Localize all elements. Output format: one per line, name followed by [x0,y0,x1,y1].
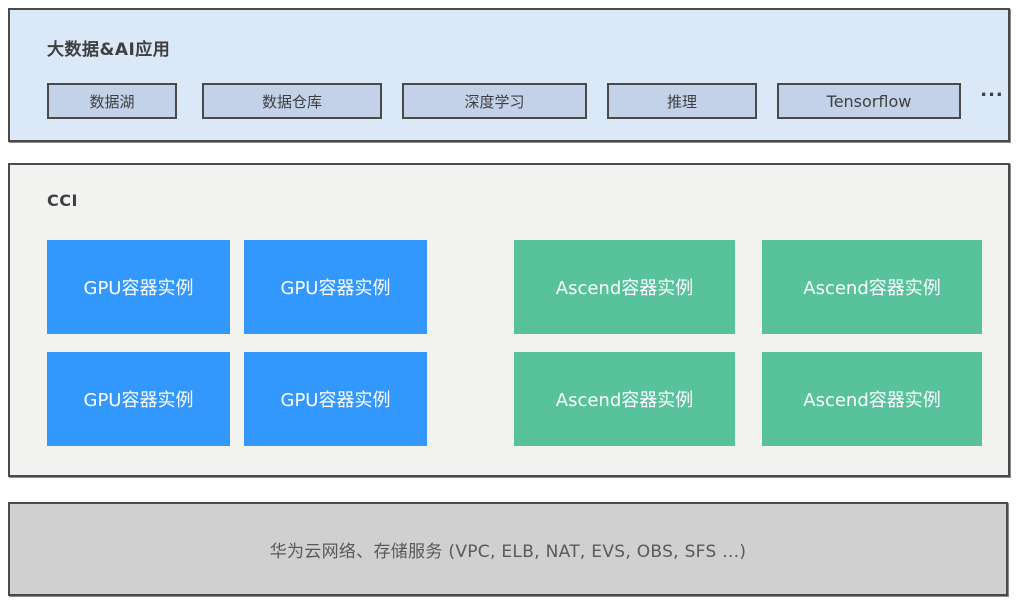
app-chip-inference: 推理 [607,83,757,119]
ascend-container-instance: Ascend容器实例 [762,352,982,446]
gpu-container-instance: GPU容器实例 [47,352,230,446]
more-apps-ellipsis: ... [980,80,1004,101]
ascend-container-instance: Ascend容器实例 [514,240,735,334]
gpu-container-instance: GPU容器实例 [47,240,230,334]
app-chip-data-warehouse: 数据仓库 [202,83,382,119]
ascend-container-instance: Ascend容器实例 [514,352,735,446]
app-layer-section: 大数据&AI应用 数据湖 数据仓库 深度学习 推理 Tensorflow ... [8,8,1010,142]
gpu-container-instance: GPU容器实例 [244,240,427,334]
app-chip-tensorflow: Tensorflow [777,83,961,119]
app-chip-data-lake: 数据湖 [47,83,177,119]
ascend-container-instance: Ascend容器实例 [762,240,982,334]
infra-services-label: 华为云网络、存储服务 (VPC, ELB, NAT, EVS, OBS, SFS… [269,541,747,562]
cci-section: CCI GPU容器实例 GPU容器实例 GPU容器实例 GPU容器实例 Asce… [8,163,1010,477]
gpu-container-instance: GPU容器实例 [244,352,427,446]
cci-title: CCI [47,191,78,210]
app-layer-title: 大数据&AI应用 [47,40,171,60]
infra-services-section: 华为云网络、存储服务 (VPC, ELB, NAT, EVS, OBS, SFS… [8,502,1008,596]
app-chip-deep-learning: 深度学习 [402,83,587,119]
